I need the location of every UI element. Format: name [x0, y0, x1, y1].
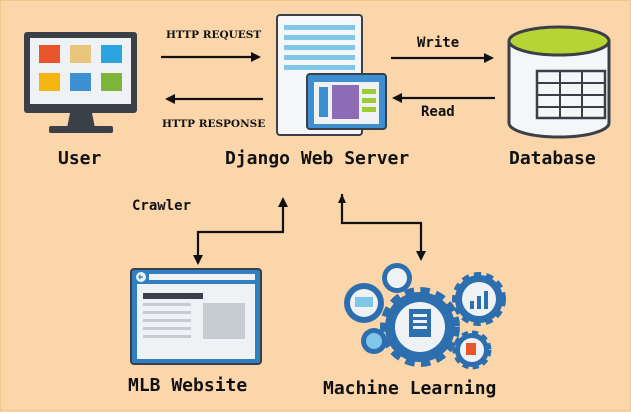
database-icon	[507, 25, 611, 139]
user-label: User	[58, 148, 102, 169]
crawler-label: Crawler	[132, 198, 192, 214]
browser-icon	[130, 268, 262, 365]
http-response-label: HTTP RESPONSE	[162, 118, 266, 130]
monitor-icon	[24, 32, 137, 133]
ml-arrow	[340, 194, 426, 261]
write-label: Write	[417, 35, 460, 51]
http-request-label: HTTP REQUEST	[166, 29, 262, 41]
website-label: MLB Website	[128, 375, 248, 396]
server-icon	[276, 14, 387, 136]
gears-icon	[344, 263, 506, 370]
read-label: Read	[421, 104, 455, 120]
crawler-arrow	[193, 197, 288, 265]
connector-arrows	[161, 52, 495, 265]
ml-label: Machine Learning	[323, 378, 497, 399]
database-label: Database	[509, 148, 596, 169]
server-label: Django Web Server	[225, 148, 410, 169]
